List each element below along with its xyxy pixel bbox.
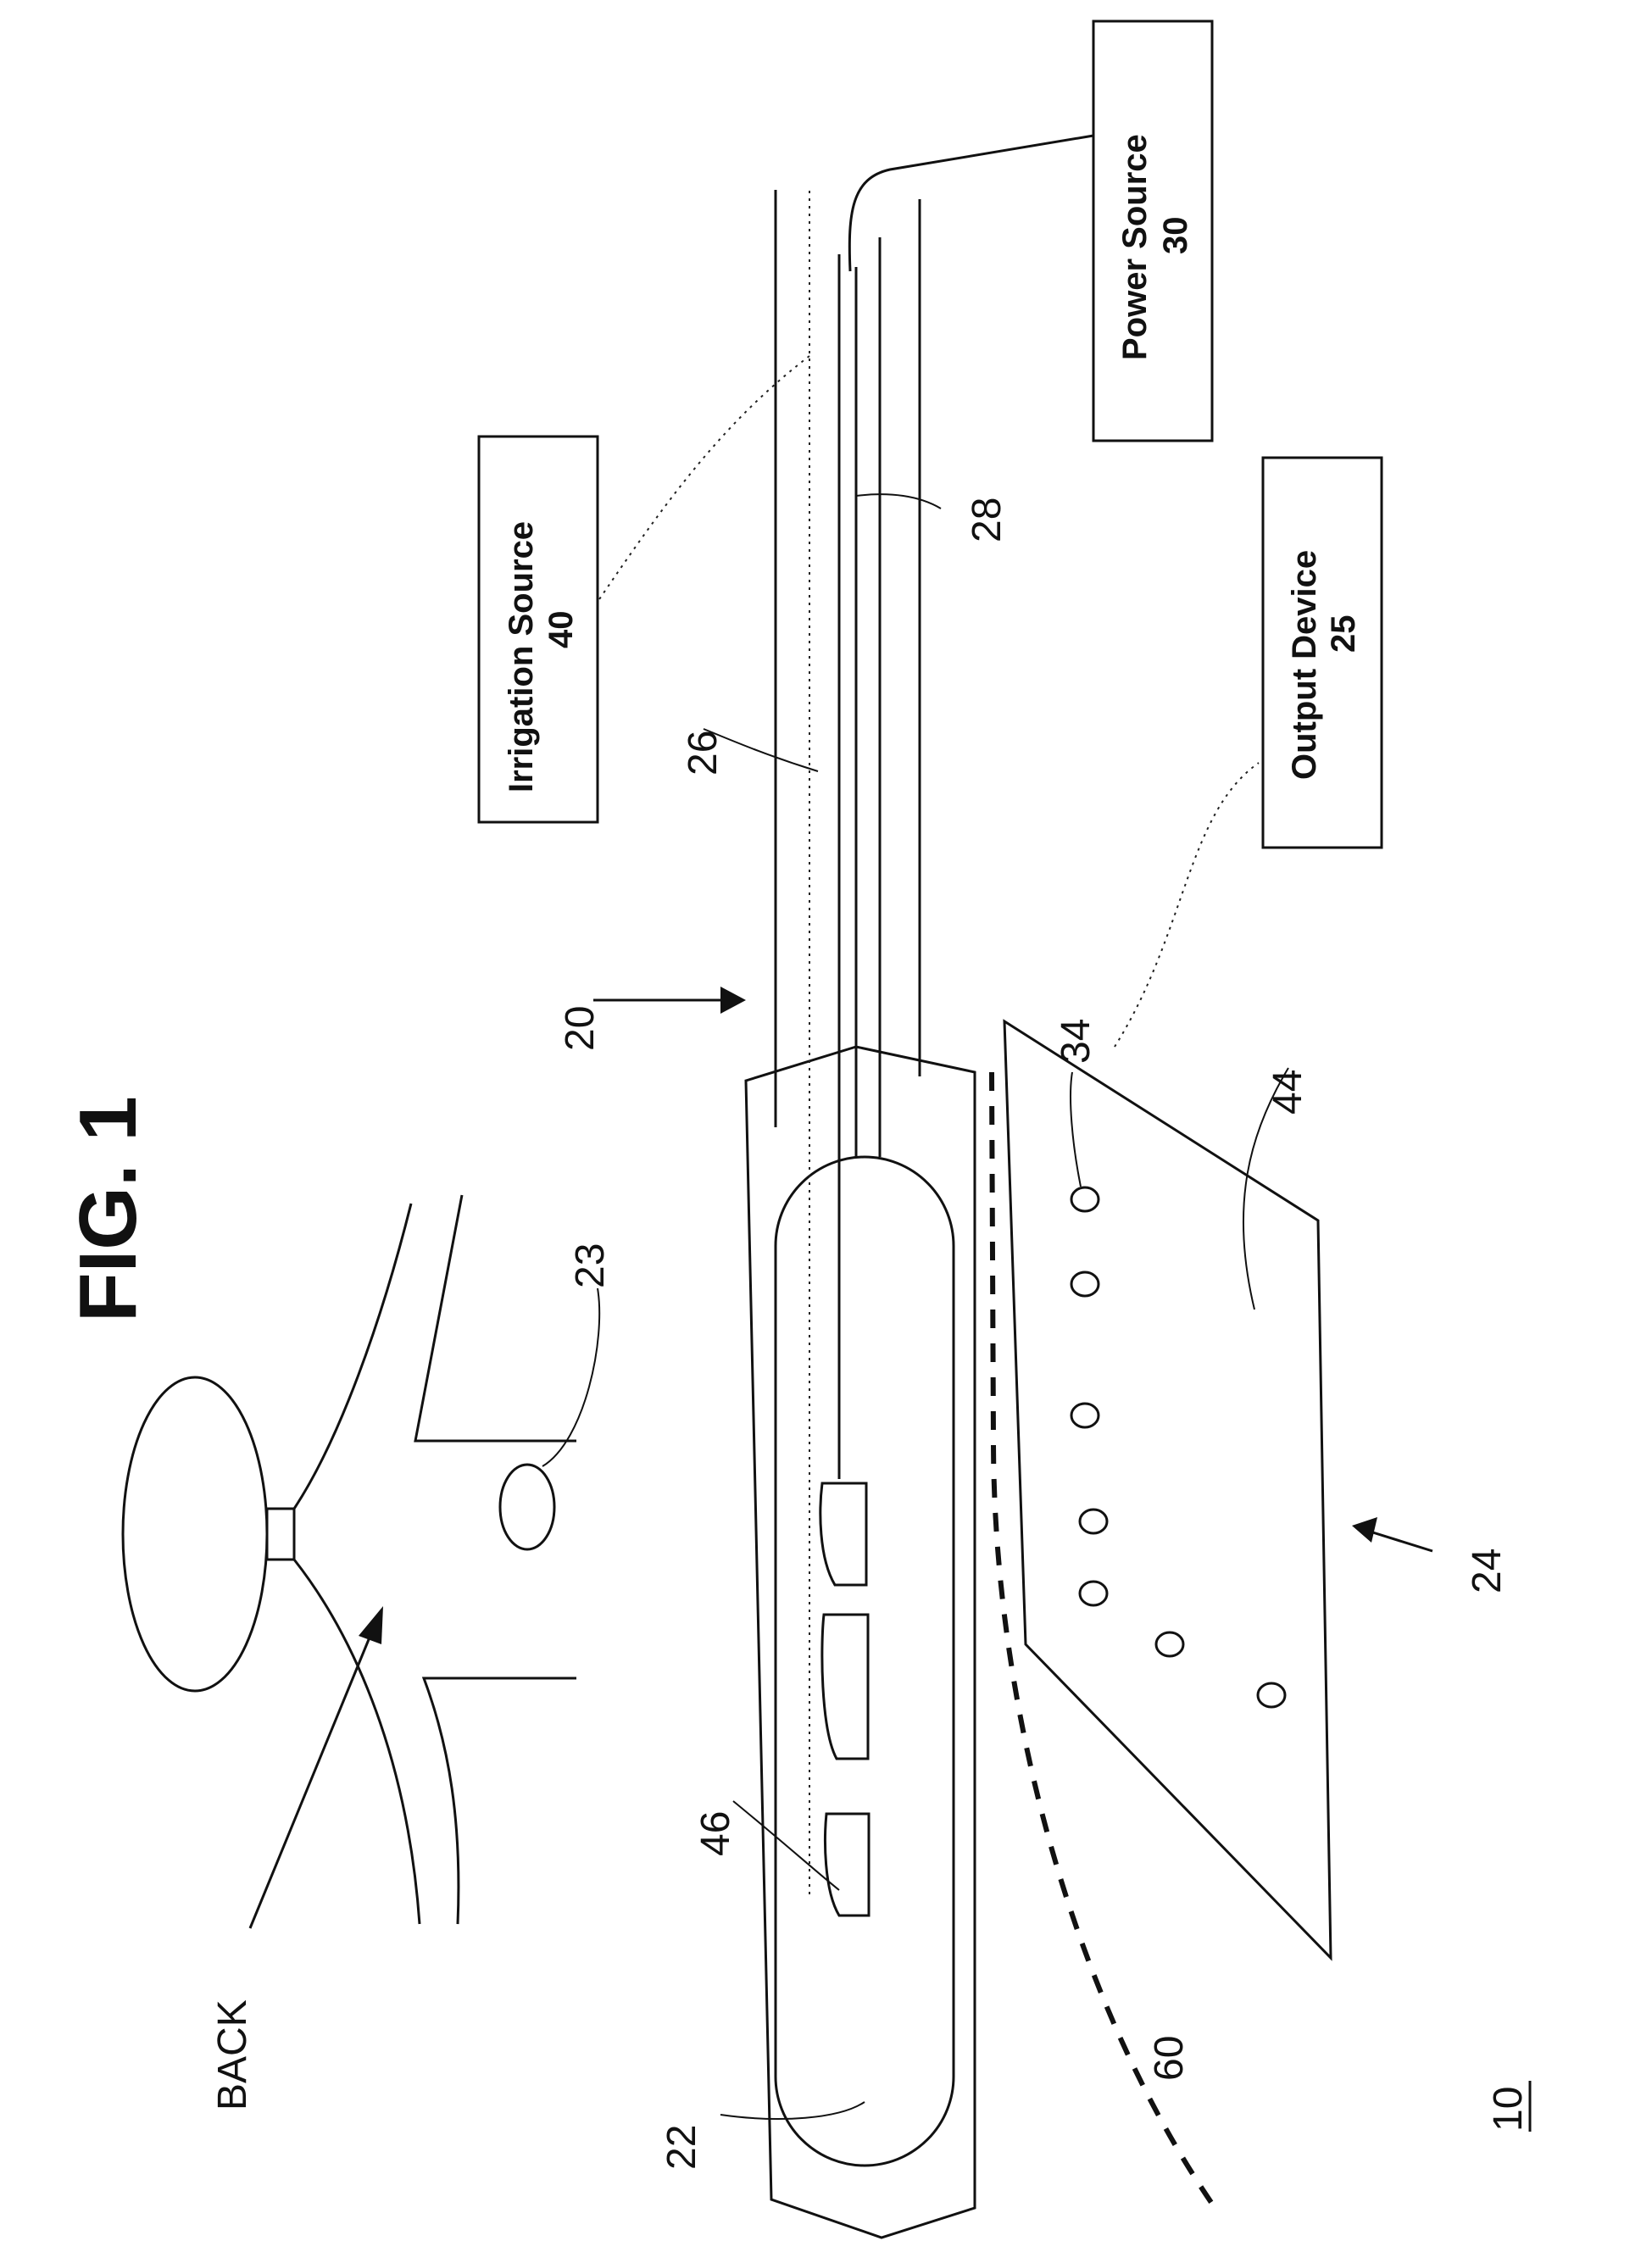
electrode-46-a bbox=[820, 1483, 866, 1585]
label-20: 20 bbox=[558, 1006, 603, 1051]
pad-electrode-34 bbox=[1071, 1187, 1099, 1211]
leader-28 bbox=[856, 494, 941, 509]
pad-electrode bbox=[1071, 1404, 1099, 1427]
label-22: 22 bbox=[659, 2125, 704, 2170]
label-34: 34 bbox=[1054, 1019, 1099, 1064]
arrow-back-head bbox=[359, 1606, 383, 1644]
patient-figure bbox=[123, 1195, 599, 1928]
leader-irrigation bbox=[598, 356, 809, 602]
label-26: 26 bbox=[681, 731, 726, 776]
patient-shoulder-upper bbox=[294, 1204, 411, 1509]
electrode-46-c bbox=[826, 1814, 869, 1916]
patient-neck bbox=[267, 1509, 294, 1560]
catheter-housing bbox=[746, 1047, 975, 2238]
label-23: 23 bbox=[568, 1243, 613, 1288]
pad-electrode bbox=[1071, 1272, 1099, 1296]
leader-22 bbox=[720, 2102, 865, 2119]
patient-arm-lower bbox=[424, 1678, 576, 1924]
sensor-23 bbox=[500, 1465, 554, 1549]
electrode-array-22 bbox=[776, 1157, 954, 2166]
patient-shoulder-lower bbox=[294, 1560, 420, 1924]
pad-electrode bbox=[1156, 1632, 1183, 1656]
output-device-label: Output Device bbox=[1286, 550, 1323, 780]
electrode-46-b bbox=[822, 1615, 868, 1759]
label-44: 44 bbox=[1265, 1070, 1310, 1115]
label-24: 24 bbox=[1465, 1549, 1510, 1593]
arrow-20-head bbox=[720, 987, 746, 1014]
output-pad-24 bbox=[1004, 1021, 1432, 1958]
label-back: BACK bbox=[210, 1999, 255, 2110]
pad-electrode bbox=[1258, 1683, 1285, 1707]
power-cable bbox=[849, 136, 1093, 271]
label-60: 60 bbox=[1147, 2036, 1192, 2081]
irrigation-source-label: Irrigation Source bbox=[503, 521, 540, 792]
figure-title: FIG. 1 bbox=[63, 1096, 153, 1322]
leader-46 bbox=[733, 1801, 839, 1890]
pad-outline-44 bbox=[1004, 1021, 1331, 1958]
patient-head bbox=[123, 1377, 267, 1691]
pad-electrode bbox=[1080, 1582, 1107, 1605]
patient-arm-upper bbox=[415, 1195, 576, 1441]
label-28: 28 bbox=[965, 498, 1010, 542]
output-device-number: 25 bbox=[1325, 615, 1362, 653]
arrow-back bbox=[250, 1619, 377, 1928]
pad-electrode bbox=[1080, 1510, 1107, 1533]
leader-output bbox=[1115, 763, 1259, 1047]
arrow-24 bbox=[1365, 1530, 1432, 1551]
figure-number: 10 bbox=[1486, 2087, 1531, 2132]
power-source-number: 30 bbox=[1157, 217, 1194, 255]
leader-34 bbox=[1071, 1072, 1081, 1187]
power-source-label: Power Source bbox=[1116, 134, 1154, 360]
arrow-24-head bbox=[1352, 1517, 1377, 1543]
irrigation-source-number: 40 bbox=[542, 611, 580, 649]
label-46: 46 bbox=[693, 1811, 738, 1856]
catheter-20 bbox=[593, 136, 1093, 2238]
